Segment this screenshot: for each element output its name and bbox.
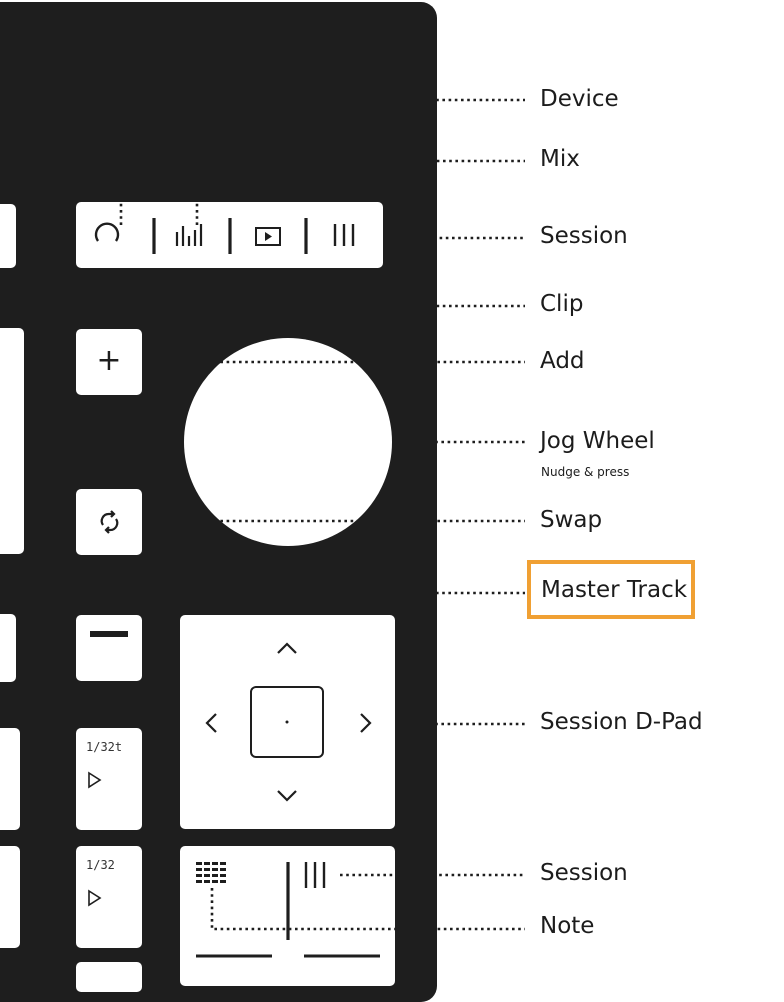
arrow-up-icon[interactable]	[277, 642, 297, 654]
leader-device	[119, 98, 525, 225]
label-session: Session	[540, 223, 628, 249]
session-icon[interactable]	[333, 224, 355, 246]
left-key-1[interactable]	[0, 204, 16, 268]
session-dpad[interactable]	[180, 615, 395, 829]
left-key-2[interactable]	[0, 328, 24, 554]
label-master-track: Master Track	[541, 577, 688, 603]
plus-icon: +	[96, 343, 122, 378]
mix-icon[interactable]	[175, 224, 203, 246]
jog-wheel[interactable]	[184, 338, 392, 546]
leader-lines	[106, 98, 525, 931]
label-session-dpad: Session D-Pad	[540, 709, 703, 735]
leader-mix	[195, 159, 525, 225]
swap-icon	[100, 510, 119, 534]
step-label-1-32t: 1/32t	[86, 740, 123, 754]
label-swap: Swap	[540, 507, 603, 533]
device-icon[interactable]	[94, 222, 120, 242]
left-key-4[interactable]	[0, 728, 20, 830]
arrow-left-icon[interactable]	[205, 713, 217, 733]
mode-selector-bar	[76, 202, 383, 268]
play-outline-icon	[88, 889, 102, 907]
step-button-1-32t[interactable]: 1/32t	[76, 728, 142, 830]
label-clip: Clip	[540, 291, 584, 317]
leader-note	[210, 888, 525, 931]
label-session-2: Session	[540, 860, 628, 886]
master-track-button[interactable]	[76, 615, 142, 681]
label-note: Note	[540, 913, 595, 939]
step-button-1-32[interactable]: 1/32	[76, 846, 142, 948]
session-note-icons	[196, 862, 380, 958]
note-grid-icon[interactable]	[196, 862, 226, 883]
leader-master-track	[106, 591, 525, 606]
session-bars-icon[interactable]	[304, 862, 326, 888]
label-jog-wheel-sub: Nudge & press	[541, 465, 630, 479]
label-device: Device	[540, 86, 619, 112]
play-outline-icon	[88, 771, 102, 789]
dpad-center-button[interactable]	[250, 686, 324, 758]
label-jog-wheel: Jog Wheel	[540, 428, 655, 454]
label-add: Add	[540, 348, 585, 374]
left-key-5[interactable]	[0, 846, 20, 948]
session-note-selector[interactable]	[180, 846, 395, 986]
master-track-bar-icon	[90, 631, 128, 637]
add-button[interactable]: +	[76, 329, 142, 395]
swap-button[interactable]	[76, 489, 142, 555]
dpad-arrows	[205, 642, 372, 802]
step-label-1-32: 1/32	[86, 858, 115, 872]
mode-selector-icons	[94, 218, 355, 254]
clip-icon[interactable]	[255, 227, 281, 246]
arrow-down-icon[interactable]	[277, 790, 297, 802]
left-key-3[interactable]	[0, 614, 16, 682]
leader-clip	[264, 272, 525, 308]
dpad-center-dot	[285, 720, 289, 724]
highlight-box	[527, 560, 695, 619]
arrow-right-icon[interactable]	[360, 713, 372, 733]
label-mix: Mix	[540, 146, 580, 172]
